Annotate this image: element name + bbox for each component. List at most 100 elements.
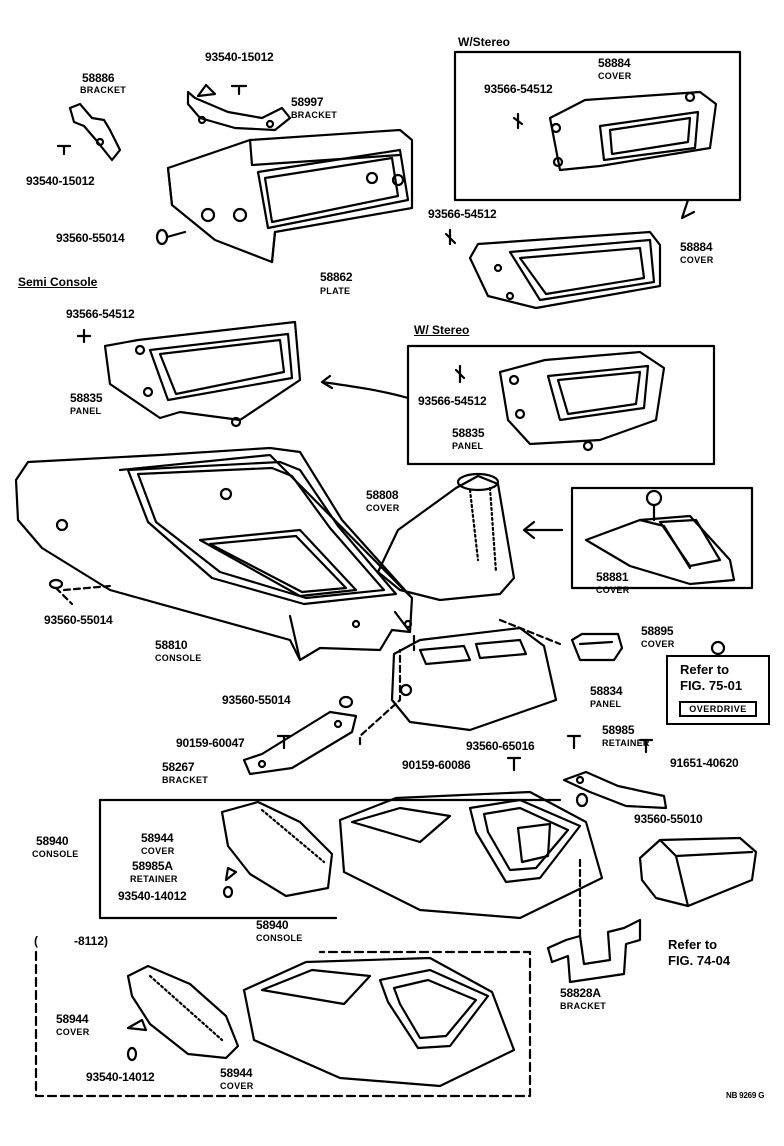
part-58944-b: 58944 [56, 1012, 89, 1026]
console-58940-drawing [338, 790, 604, 920]
panel-58835-stereo-drawing [498, 350, 666, 452]
part-58985A-name: RETAINER [130, 874, 178, 884]
date-range-box [34, 950, 532, 1098]
bracket-58828A-drawing [546, 918, 642, 984]
cover-58895-drawing [570, 632, 624, 662]
w-stereo-mid-box [406, 344, 716, 466]
part-93560-65016: 93560-65016 [466, 739, 535, 753]
part-58828A: 58828A [560, 986, 601, 1000]
console-58810-drawing [14, 446, 414, 662]
part-58944-c: 58944 [220, 1066, 253, 1080]
part-58884-b: 58884 [680, 240, 713, 254]
armrest-58944-lower-drawing [126, 964, 240, 1060]
screw-93540-14012-a [222, 885, 234, 899]
screw-93560-left [48, 578, 64, 590]
lower-console-bracket-line [98, 798, 338, 920]
part-93566-54512-c: 93566-54512 [66, 307, 135, 321]
refer-fig-75-box[interactable]: Refer to FIG. 75-01 OVERDRIVE [666, 655, 770, 725]
part-58886: 58886 [82, 71, 115, 85]
part-93560-55010: 93560-55010 [634, 812, 703, 826]
part-58884-a: 58884 [598, 56, 631, 70]
part-58884-a-name: COVER [598, 71, 632, 81]
part-58944-c-name: COVER [220, 1081, 254, 1091]
plate-58862-drawing [166, 128, 414, 264]
screw-90159-60047 [276, 734, 292, 750]
section-semi-console: Semi Console [18, 275, 98, 289]
part-58940-a-name: CONSOLE [32, 849, 79, 859]
part-58985-name: RETAINER [602, 738, 650, 748]
refer-to-label: Refer to [680, 662, 730, 677]
console-58940-lower-drawing [242, 956, 516, 1088]
cover-58881-box [570, 486, 754, 590]
arrow-down-small [680, 198, 696, 220]
date-range-open: ( [34, 934, 38, 948]
dashed-leader-left [54, 584, 112, 606]
part-58881-name: COVER [596, 585, 630, 595]
part-58808: 58808 [366, 488, 399, 502]
bracket-58267-drawing [242, 710, 358, 776]
part-58944-b-name: COVER [56, 1027, 90, 1037]
part-93540-14012-b: 93540-14012 [86, 1070, 155, 1084]
part-58862: 58862 [320, 270, 353, 284]
part-93540-15012-top: 93540-15012 [205, 50, 274, 64]
part-90159-60086: 90159-60086 [402, 758, 471, 772]
overdrive-tag: OVERDRIVE [679, 701, 757, 717]
part-58997-name: BRACKET [291, 110, 338, 120]
cover-58881-drawing [584, 489, 736, 586]
figure-code: NB 9269 G [726, 1091, 765, 1100]
lid-refer-74-drawing [638, 836, 758, 908]
part-58895-name: COVER [641, 639, 675, 649]
part-58267: 58267 [162, 760, 195, 774]
part-58810: 58810 [155, 638, 188, 652]
fig-74-label[interactable]: FIG. 74-04 [668, 953, 731, 968]
screw-90159-60086 [506, 756, 522, 772]
part-58835-b-name: PANEL [452, 441, 484, 451]
part-58985: 58985 [602, 723, 635, 737]
retainer-58985-drawing [562, 770, 668, 810]
part-58834-name: PANEL [590, 699, 622, 709]
bracket-58997-drawing [186, 90, 292, 132]
refer-to-74-label[interactable]: Refer to [668, 937, 718, 952]
part-93560-55014-c: 93560-55014 [222, 693, 291, 707]
part-58944-a: 58944 [141, 831, 174, 845]
part-93566-54512-d: 93566-54512 [418, 394, 487, 408]
screw-93560-55010 [575, 792, 589, 808]
part-58834: 58834 [590, 684, 623, 698]
part-58808-name: COVER [366, 503, 400, 513]
section-w-stereo-mid: W/ Stereo [414, 323, 470, 337]
armrest-58944-drawing [220, 800, 334, 898]
part-58881: 58881 [596, 570, 629, 584]
screw-93560-c [338, 695, 354, 709]
part-93540-14012-a: 93540-14012 [118, 889, 187, 903]
part-58940-b: 58940 [256, 918, 289, 932]
part-58997: 58997 [291, 95, 324, 109]
part-58828A-name: BRACKET [560, 1001, 607, 1011]
part-58886-name: BRACKET [80, 85, 127, 95]
part-58985A: 58985A [132, 859, 173, 873]
part-58940-a: 58940 [36, 834, 69, 848]
date-range-label: -8112) [74, 934, 109, 948]
arrow-to-panel [320, 374, 410, 400]
screw-93560-65016 [566, 734, 582, 750]
part-58835-a-name: PANEL [70, 406, 102, 416]
bracket-58886-drawing [68, 102, 122, 162]
panel-58835-drawing [103, 320, 302, 428]
screw-93566-stereo [454, 364, 466, 384]
arrow-to-boot [522, 520, 564, 540]
dashed-leader-bracket [358, 648, 402, 746]
retainer-58985A [224, 866, 238, 882]
part-93540-15012-left: 93540-15012 [26, 174, 95, 188]
part-93566-54512-b: 93566-54512 [428, 207, 497, 221]
screw-93566-top [512, 112, 524, 130]
screw-93566-mid [444, 228, 457, 246]
part-58940-b-name: CONSOLE [256, 933, 303, 943]
part-90159-60047: 90159-60047 [176, 736, 245, 750]
part-58835-b: 58835 [452, 426, 485, 440]
part-58944-a-name: COVER [141, 846, 175, 856]
part-93560-55014-a: 93560-55014 [56, 231, 125, 245]
boot-cover-58808-drawing [376, 472, 516, 602]
screw-93540-14012-b [126, 1046, 138, 1062]
retainer-lower [126, 1018, 148, 1032]
fig-75-label: FIG. 75-01 [680, 678, 743, 693]
